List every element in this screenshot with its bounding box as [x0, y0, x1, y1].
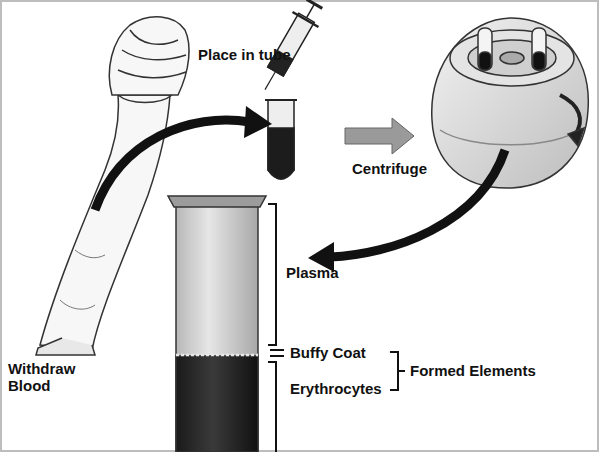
layer-label: Erythrocytes: [290, 380, 382, 397]
group-label: Formed Elements: [410, 362, 536, 379]
step-label: Centrifuge: [352, 160, 427, 177]
centrifuge-drawing: [432, 18, 589, 188]
curved-arrow: [330, 150, 505, 257]
bracket: [268, 204, 405, 452]
layer-label: Plasma: [286, 264, 339, 281]
step-label: Place in tube: [198, 46, 291, 63]
step-label: Withdraw Blood: [8, 360, 88, 395]
arrow-head: [244, 106, 272, 138]
buffy-coat-layer: [176, 354, 258, 357]
layer-label: Buffy Coat: [290, 344, 366, 361]
block-arrow: [345, 118, 414, 154]
big-tube: [168, 196, 266, 452]
small-tube: [265, 100, 297, 179]
arm-drawing: [36, 17, 189, 355]
